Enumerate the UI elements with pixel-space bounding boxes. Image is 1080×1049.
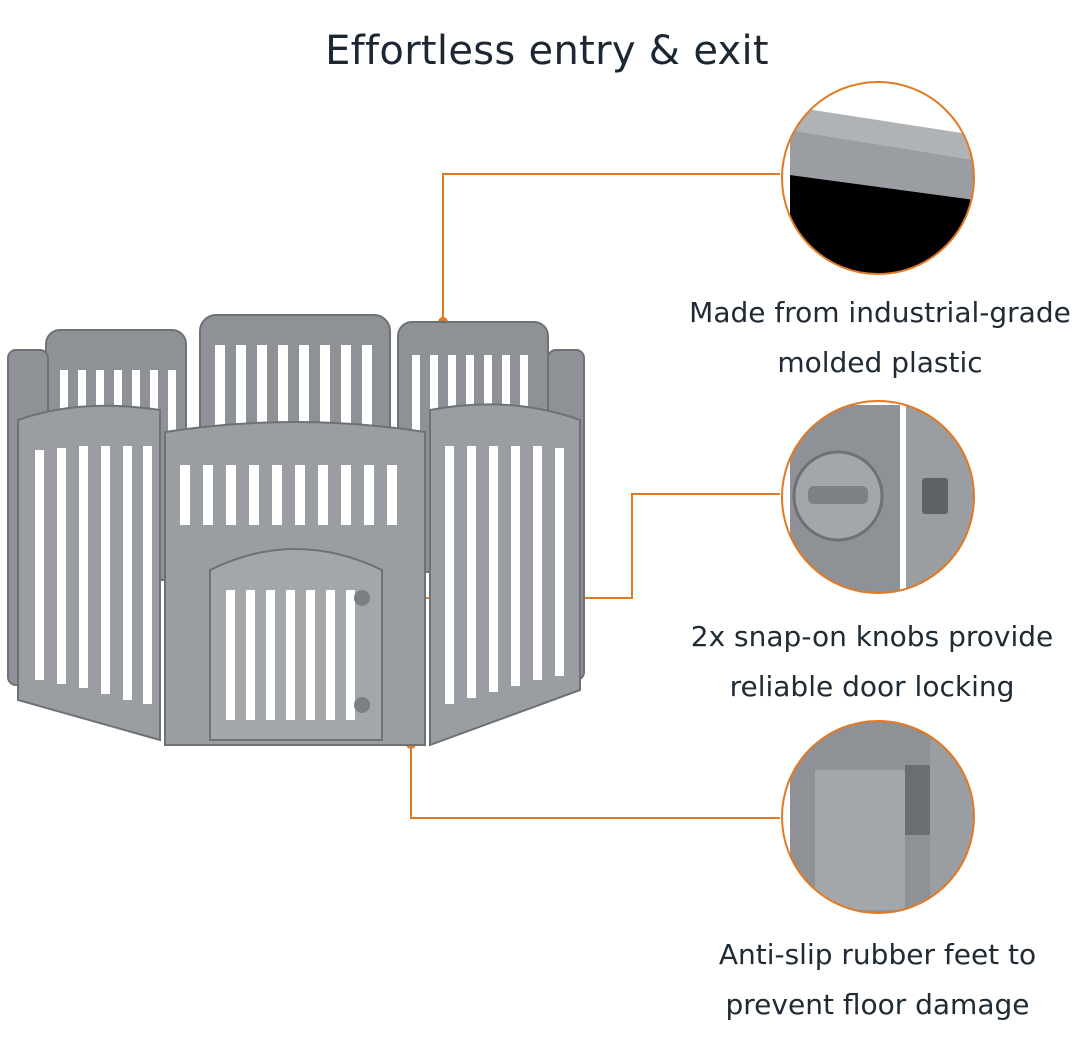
- caption-feet: Anti-slip rubber feet to prevent floor d…: [718, 938, 1037, 1021]
- plastic-edge-closeup-icon: [781, 81, 975, 275]
- callout-line-feet: [410, 744, 780, 819]
- caption-knobs: 2x snap-on knobs provide reliable door l…: [690, 620, 1054, 703]
- page-title: Effortless entry & exit: [325, 28, 769, 74]
- caption-plastic: Made from industrial-grade molded plasti…: [689, 296, 1071, 379]
- door: [209, 548, 383, 741]
- front-bars: [35, 446, 564, 704]
- rubber-foot-closeup-icon: [781, 720, 975, 914]
- snap-knob-closeup-icon: [781, 400, 975, 594]
- door-knob-top: [354, 590, 370, 606]
- door-knob-bottom: [354, 697, 370, 713]
- callout-line-plastic: [442, 173, 780, 322]
